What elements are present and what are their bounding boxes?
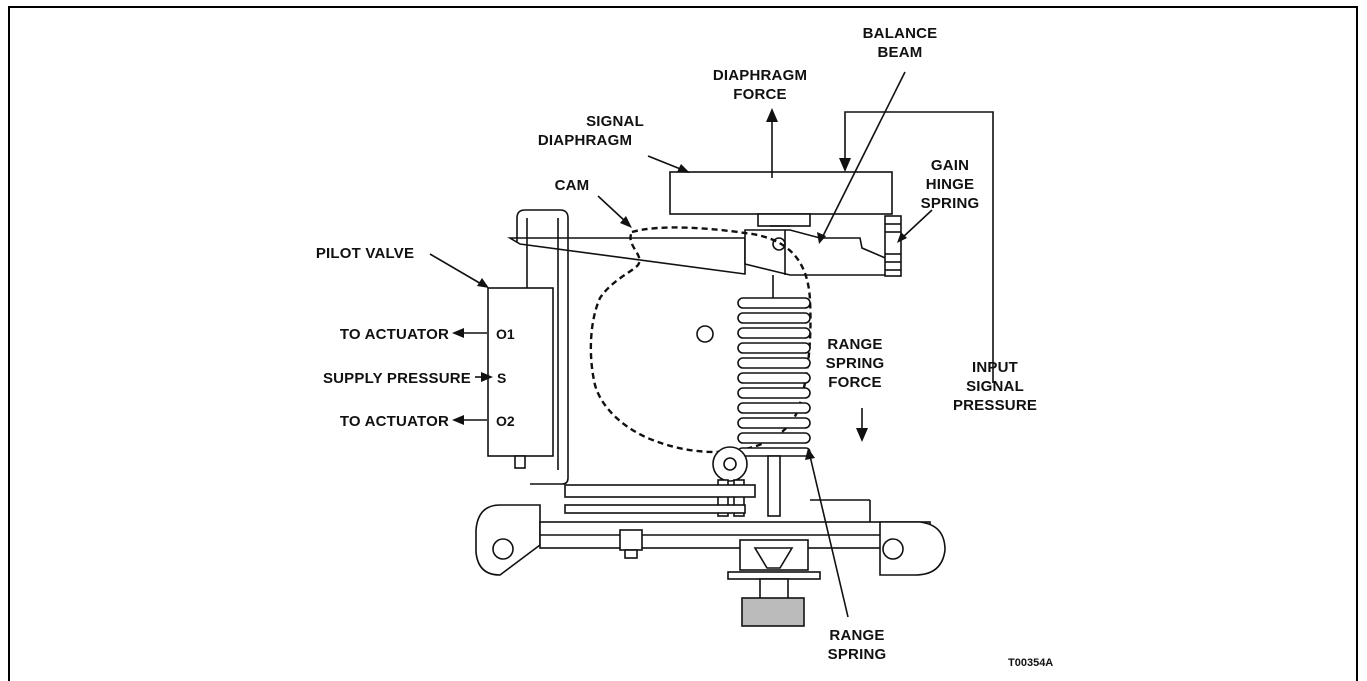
gain-hinge-spring-label-3: SPRING	[921, 195, 980, 212]
port-o2-label: O2	[496, 413, 515, 429]
pilot-valve	[487, 209, 569, 485]
range-spring-label-2: SPRING	[828, 646, 887, 663]
gain-hinge-spring	[884, 215, 902, 277]
gain-hinge-spring-label-2: HINGE	[926, 176, 975, 193]
range-spring-label-1: RANGE	[829, 627, 884, 644]
range-spring-force-arrow	[856, 408, 868, 442]
signal-diaphragm-label-1: SIGNAL	[586, 113, 644, 130]
diaphragm-force-label-1: DIAPHRAGM	[713, 67, 807, 84]
diaphragm-force-label-2: FORCE	[733, 86, 787, 103]
diagram-frame	[8, 6, 1358, 681]
port-s-label: S	[497, 370, 506, 386]
port-arrows	[452, 328, 493, 425]
figure-id: T00354A	[1008, 657, 1053, 669]
range-spring	[737, 275, 811, 517]
pilot-valve-label: PILOT VALVE	[316, 245, 414, 262]
port-o1-label: O1	[496, 326, 515, 342]
input-signal-pressure-label-1: INPUT	[972, 359, 1018, 376]
diaphragm-force-arrow	[766, 108, 778, 178]
range-spring-force-label-2: SPRING	[826, 355, 885, 372]
leader-lines	[429, 71, 933, 618]
cam-label: CAM	[555, 177, 590, 194]
input-signal-pressure-label-3: PRESSURE	[953, 397, 1037, 414]
balance-beam-label-1: BALANCE	[863, 25, 938, 42]
base-frame	[475, 484, 946, 576]
gain-hinge-spring-label-1: GAIN	[931, 157, 969, 174]
zero-adjustment	[727, 539, 821, 627]
to-actuator-top-label: TO ACTUATOR	[340, 326, 449, 343]
balance-beam-label-2: BEAM	[878, 44, 923, 61]
follower-roller	[712, 446, 748, 517]
input-signal-line	[839, 111, 994, 383]
range-spring-force-label-1: RANGE	[827, 336, 882, 353]
range-spring-force-label-3: FORCE	[828, 374, 882, 391]
balance-beam	[507, 225, 891, 276]
to-actuator-bottom-label: TO ACTUATOR	[340, 413, 449, 430]
input-signal-pressure-label-2: SIGNAL	[966, 378, 1024, 395]
signal-diaphragm	[669, 171, 893, 227]
supply-pressure-label: SUPPLY PRESSURE	[323, 370, 471, 387]
signal-diaphragm-label-2: DIAPHRAGM	[538, 132, 632, 149]
